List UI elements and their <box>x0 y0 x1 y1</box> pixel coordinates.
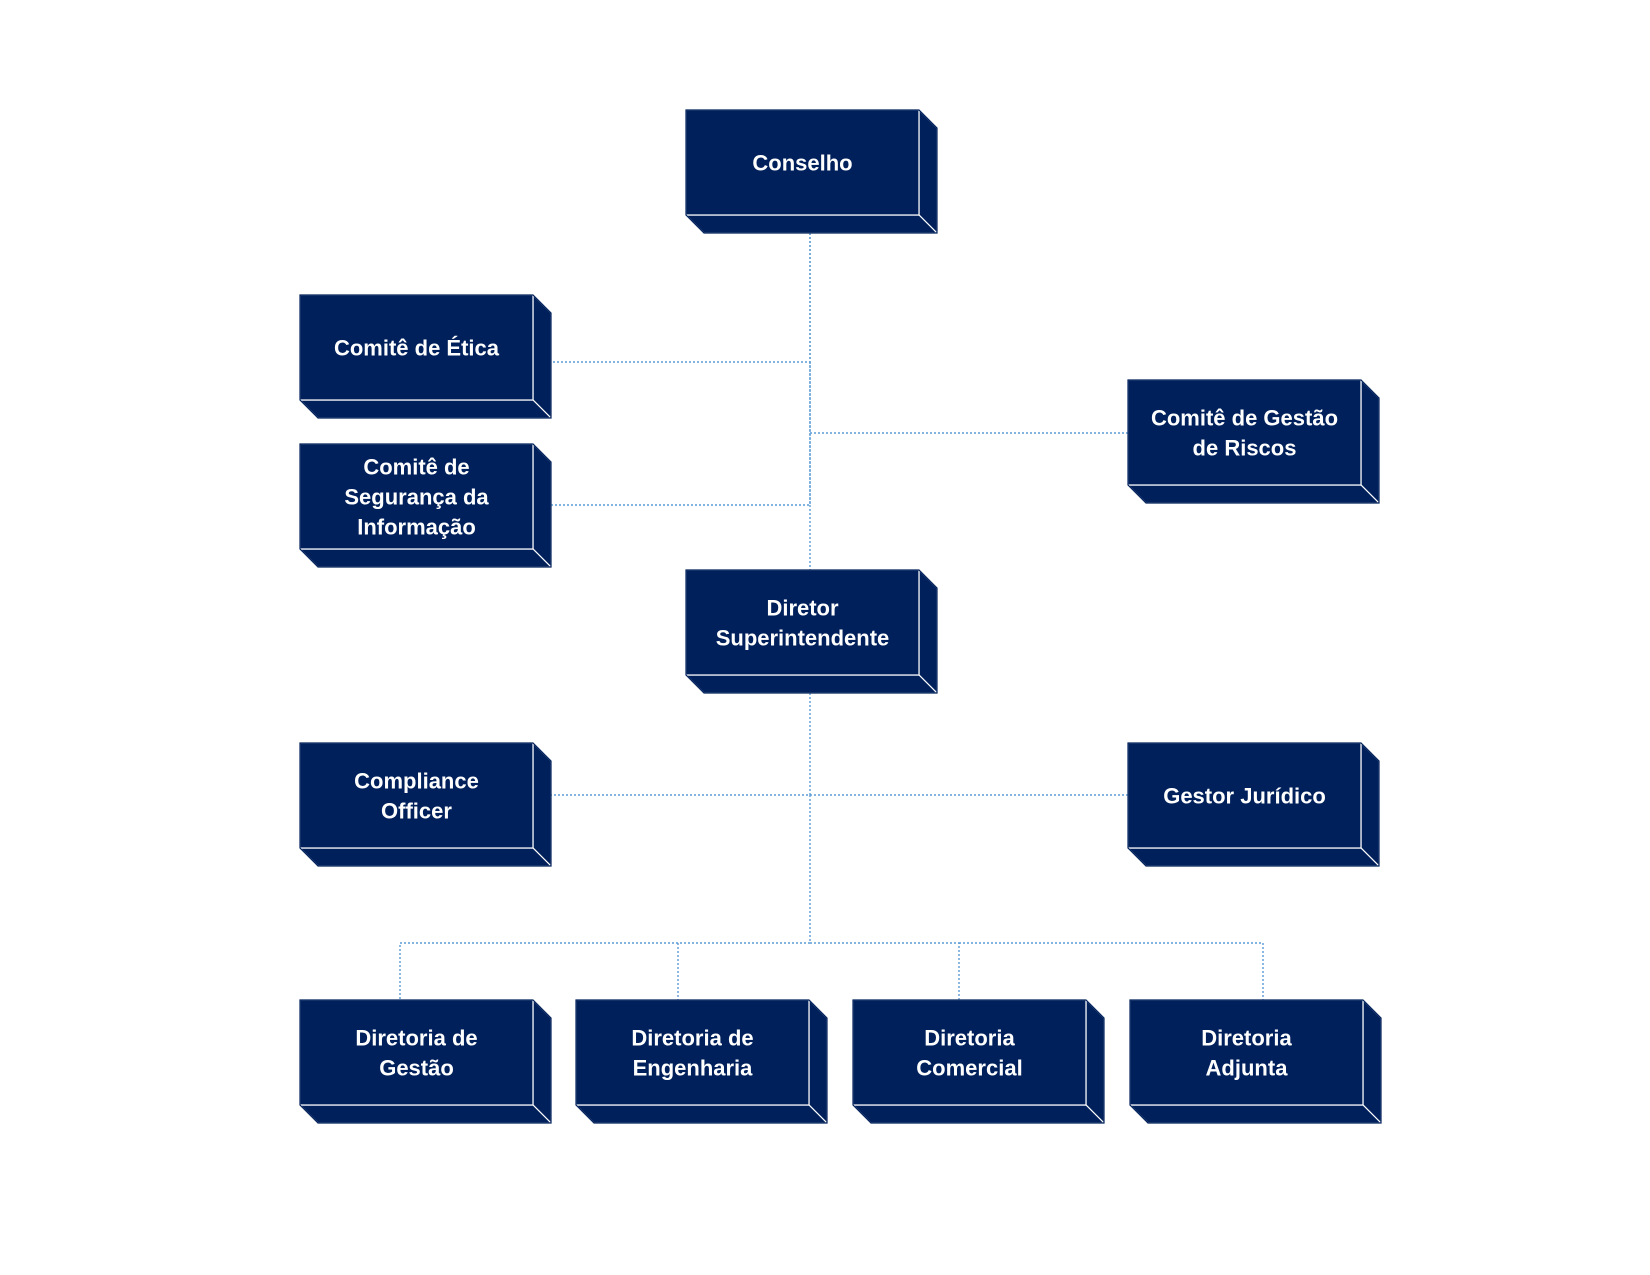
box-comite-riscos: Comitê de Gestão de Riscos <box>1126 378 1381 505</box>
box-side-face <box>1360 741 1380 868</box>
box-outline <box>1127 742 1380 867</box>
connector-layer <box>399 233 1264 1000</box>
box-bottom-face <box>684 674 939 694</box>
box-label-line: Segurança da <box>344 485 489 510</box>
connector-diretor-superintendente-to-compliance-officer <box>551 693 811 796</box>
box-label-line: Diretoria de <box>631 1026 753 1051</box>
box-label: Comitê de Ética <box>334 336 500 361</box>
box-side-face <box>1362 998 1382 1125</box>
box-label: Conselho <box>752 151 852 176</box>
box-side-face <box>918 108 938 235</box>
box-bottom-face <box>851 1104 1106 1124</box>
box-label-line: Gestor Jurídico <box>1163 784 1326 809</box>
box-side-face <box>532 293 552 420</box>
box-side-face <box>808 998 828 1125</box>
box-comite-etica: Comitê de Ética <box>298 293 553 420</box>
box-label-line: Engenharia <box>633 1056 754 1081</box>
box-outline <box>1127 379 1380 504</box>
box-bottom-face <box>1128 1104 1383 1124</box>
box-outline <box>685 569 938 694</box>
box-side-face <box>532 442 552 569</box>
box-label-line: Compliance <box>354 769 479 794</box>
box-side-face <box>918 568 938 695</box>
box-label-line: Superintendente <box>716 626 890 651</box>
box-diretoria-gestao: Diretoria de Gestão <box>298 998 553 1125</box>
box-front-face <box>299 999 534 1106</box>
box-front-face <box>299 443 534 550</box>
box-bottom-face <box>1126 484 1381 504</box>
box-front-face <box>852 999 1087 1106</box>
box-outline <box>299 294 552 419</box>
box-side-face <box>1360 378 1380 505</box>
box-label-line: Diretoria <box>924 1026 1015 1051</box>
box-bottom-face <box>298 847 553 867</box>
box-label-line: Comitê de Ética <box>334 336 500 361</box>
box-side-face <box>532 741 552 868</box>
box-diretoria-engenharia: Diretoria de Engenharia <box>574 998 829 1125</box>
box-outline <box>1129 999 1382 1124</box>
box-bottom-face <box>684 214 939 234</box>
box-front-face <box>1127 379 1362 486</box>
box-label-line: de Riscos <box>1193 436 1297 461</box>
box-label: Diretoria de Gestão <box>355 1026 477 1081</box>
box-label-line: Diretor <box>766 596 839 621</box>
box-outline <box>852 999 1105 1124</box>
box-label: Comitê de Gestão de Riscos <box>1151 406 1338 461</box>
box-outline <box>299 999 552 1124</box>
box-side-face <box>1085 998 1105 1125</box>
box-label-line: Diretoria de <box>355 1026 477 1051</box>
box-outline <box>685 109 938 234</box>
box-bottom-face <box>574 1104 829 1124</box>
box-label-line: Comitê de Gestão <box>1151 406 1338 431</box>
box-bottom-face <box>298 399 553 419</box>
connector-diretor-superintendente-to-diretoria-comercial <box>810 942 960 1000</box>
box-gestor-juridico: Gestor Jurídico <box>1126 741 1381 868</box>
box-bottom-face <box>298 1104 553 1124</box>
box-bottom-face <box>1126 847 1381 867</box>
box-label-line: Informação <box>357 515 476 540</box>
connector-conselho-to-comite-seguranca <box>551 362 811 506</box>
connector-conselho-to-comite-etica <box>551 233 811 363</box>
connector-diretor-superintendente-to-diretoria-adjunta <box>959 942 1264 1000</box>
box-label: Gestor Jurídico <box>1163 784 1326 809</box>
box-label-line: Conselho <box>752 151 852 176</box>
box-front-face <box>299 742 534 849</box>
box-conselho: Conselho <box>684 108 939 235</box>
box-front-face <box>685 569 920 676</box>
box-label-line: Diretoria <box>1201 1026 1292 1051</box>
box-label-line: Adjunta <box>1206 1056 1289 1081</box>
box-outline <box>575 999 828 1124</box>
box-label-line: Comitê de <box>363 455 469 480</box>
box-label-line: Officer <box>381 799 452 824</box>
box-front-face <box>1129 999 1364 1106</box>
box-bottom-face <box>298 548 553 568</box>
box-side-face <box>532 998 552 1125</box>
box-front-face <box>685 109 920 216</box>
box-front-face <box>575 999 810 1106</box>
box-outline <box>299 443 552 568</box>
box-front-face <box>299 294 534 401</box>
box-label-line: Gestão <box>379 1056 454 1081</box>
connector-diretor-superintendente-to-diretoria-gestao <box>399 795 811 1000</box>
box-label-line: Comercial <box>916 1056 1022 1081</box>
box-label: Comitê de Segurança da Informação <box>344 455 489 540</box>
box-comite-seguranca: Comitê de Segurança da Informação <box>298 442 553 569</box>
box-label: Diretoria de Engenharia <box>631 1026 753 1081</box>
box-outline <box>299 742 552 867</box>
